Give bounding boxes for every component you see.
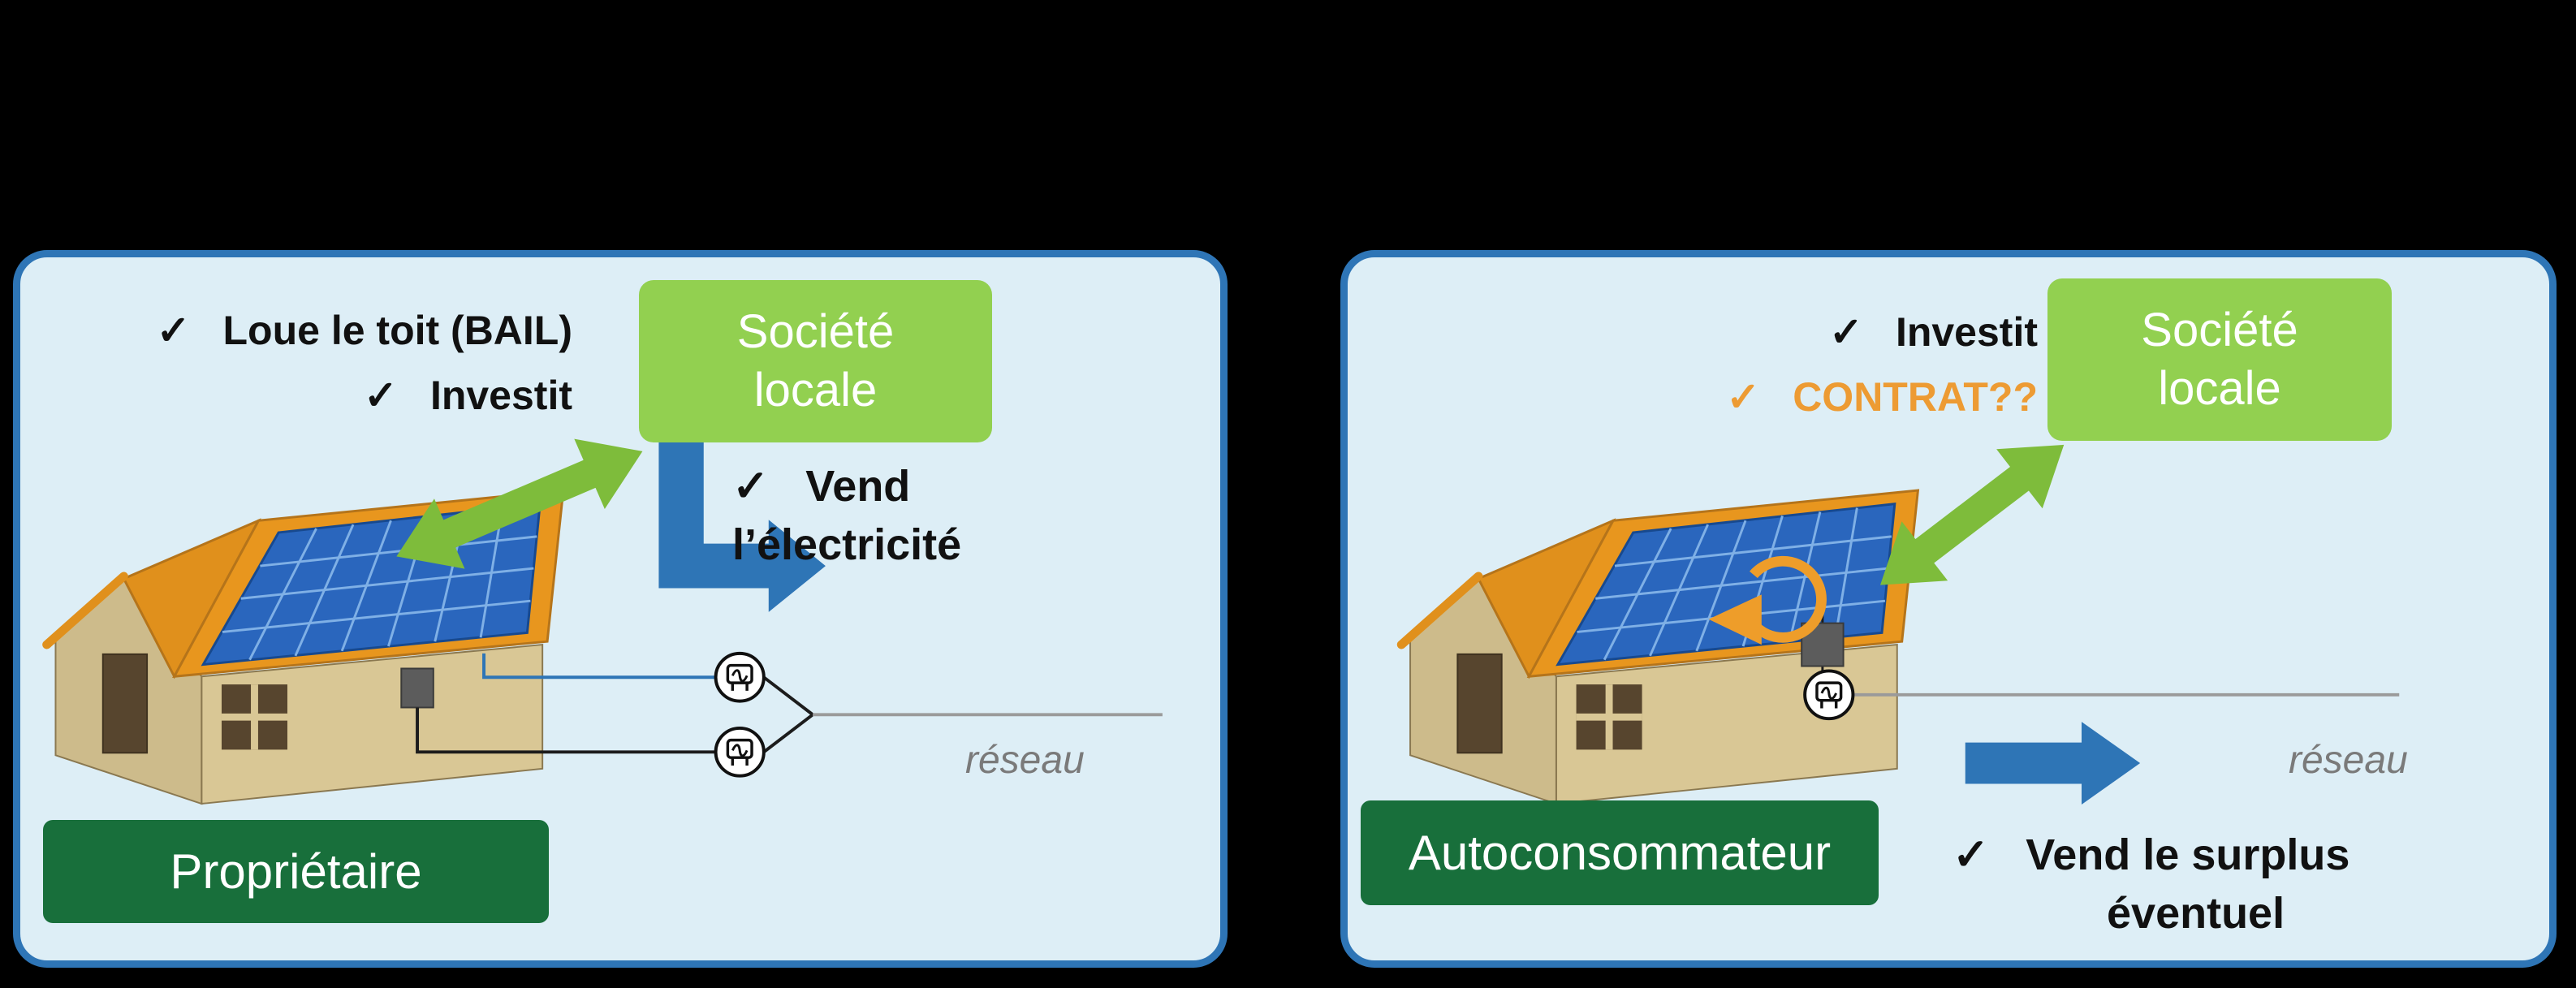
exchange-arrow-icon xyxy=(396,438,643,569)
action-line1: Vend le surplus xyxy=(2026,831,2350,879)
check-icon: ✓ xyxy=(1726,374,1761,420)
house-wire xyxy=(416,707,716,754)
junction-wires xyxy=(762,675,816,753)
checklist-item: ✓ Investit xyxy=(69,363,572,428)
network-label: réseau xyxy=(2289,739,2408,782)
self-consumption-loop-icon xyxy=(1708,555,1827,645)
role-label: Autoconsommateur xyxy=(1408,826,1832,880)
society-box-line1: Société xyxy=(2141,304,2298,356)
role-label: Propriétaire xyxy=(170,844,422,899)
panel-selfconsumer-scenario: ✓ Investit ✓ CONTRAT?? Société locale rése… xyxy=(1340,250,2557,968)
check-icon: ✓ xyxy=(1829,309,1863,355)
action-line2: éventuel xyxy=(2107,889,2285,938)
solar-wire xyxy=(482,653,716,680)
check-icon: ✓ xyxy=(364,373,398,418)
society-box-line1: Société xyxy=(736,305,895,358)
sell-surplus-text: ✓ Vend le surplus éventuel xyxy=(1952,826,2349,943)
society-box-line2: locale xyxy=(753,364,878,416)
consumption-meter-icon xyxy=(1803,669,1855,721)
society-box-line2: locale xyxy=(2158,362,2281,415)
sell-electricity-text: ✓ Vend l’électricité xyxy=(732,457,961,574)
consumption-meter-icon xyxy=(714,726,766,778)
check-icon: ✓ xyxy=(732,462,770,511)
checklist-item-label: CONTRAT?? xyxy=(1793,374,2038,420)
checklist-item: ✓ CONTRAT?? xyxy=(1648,365,2038,429)
role-box-autoconsommateur: Autoconsommateur xyxy=(1361,800,1879,905)
check-icon: ✓ xyxy=(1952,831,1990,879)
network-label: réseau xyxy=(965,739,1085,782)
checklist-item-label: Loue le toit (BAIL) xyxy=(222,308,573,353)
checklist-item: ✓ Investit xyxy=(1648,300,2038,365)
exchange-arrow-icon xyxy=(1880,444,2065,585)
inverter-box xyxy=(1801,622,1845,667)
checklist-item-label: Investit xyxy=(429,373,572,418)
action-line1: Vend xyxy=(805,462,911,511)
selfconsumer-checklist: ✓ Investit ✓ CONTRAT?? xyxy=(1648,300,2038,429)
role-box-proprietaire: Propriétaire xyxy=(43,820,549,923)
production-meter-icon xyxy=(714,651,766,703)
action-line2: l’électricité xyxy=(732,520,962,569)
checklist-item-label: Investit xyxy=(1895,309,2038,355)
checklist-item: ✓ Loue le toit (BAIL) xyxy=(69,298,572,363)
inverter-box xyxy=(400,667,434,709)
society-box: Société locale xyxy=(2047,278,2392,441)
panel-owner-scenario: ✓ Loue le toit (BAIL) ✓ Investit Société l… xyxy=(13,250,1228,968)
check-icon: ✓ xyxy=(156,308,191,353)
owner-checklist: ✓ Loue le toit (BAIL) ✓ Investit xyxy=(69,298,572,428)
sell-arrow-icon xyxy=(1965,722,2141,805)
society-box: Société locale xyxy=(639,280,992,442)
